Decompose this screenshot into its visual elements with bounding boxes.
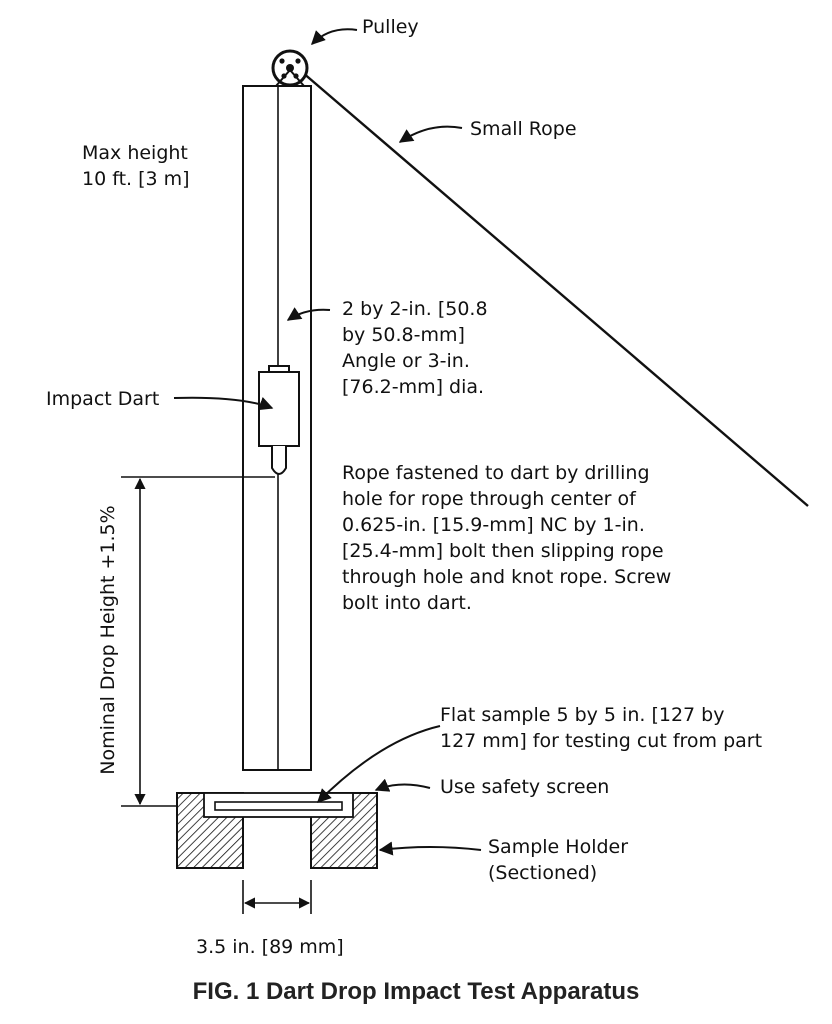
- small-rope-label: Small Rope: [470, 118, 577, 140]
- sample-holder-leader: [378, 841, 482, 856]
- flat-sample-plate: [214, 801, 343, 811]
- safety-screen-label: Use safety screen: [440, 776, 610, 798]
- flat-sample-label: Flat sample 5 by 5 in. [127 by 127 mm] f…: [440, 704, 763, 752]
- angle-spec-label: 2 by 2-in. [50.8 by 50.8-mm] Angle or 3-…: [342, 298, 488, 398]
- pulley-wheel: [271, 49, 309, 87]
- impact-dart-leader: [173, 396, 274, 411]
- max-height-label: Max height 10 ft. [3 m]: [82, 142, 190, 190]
- small-rope-leader: [398, 125, 463, 143]
- pulley-leader: [311, 28, 358, 45]
- safety-screen-leader: [374, 778, 431, 792]
- small-rope-line: [301, 71, 809, 507]
- impact-dart-body: [258, 371, 300, 447]
- flat-sample-leader: [317, 725, 441, 803]
- bore-dimension-label: 3.5 in. [89 mm]: [196, 936, 344, 958]
- impact-dart-cap: [268, 365, 290, 373]
- drop-height-label: Nominal Drop Height +1.5%: [97, 505, 119, 775]
- angle-spec-leader: [286, 307, 331, 321]
- impact-dart-label: Impact Dart: [46, 388, 160, 410]
- sample-holder-label: Sample Holder (Sectioned): [488, 836, 629, 884]
- figure-caption: FIG. 1 Dart Drop Impact Test Apparatus: [192, 978, 640, 1005]
- rope-note-label: Rope fastened to dart by drilling hole f…: [342, 462, 672, 614]
- pulley-label: Pulley: [362, 16, 419, 38]
- impact-dart-tip: [271, 446, 287, 475]
